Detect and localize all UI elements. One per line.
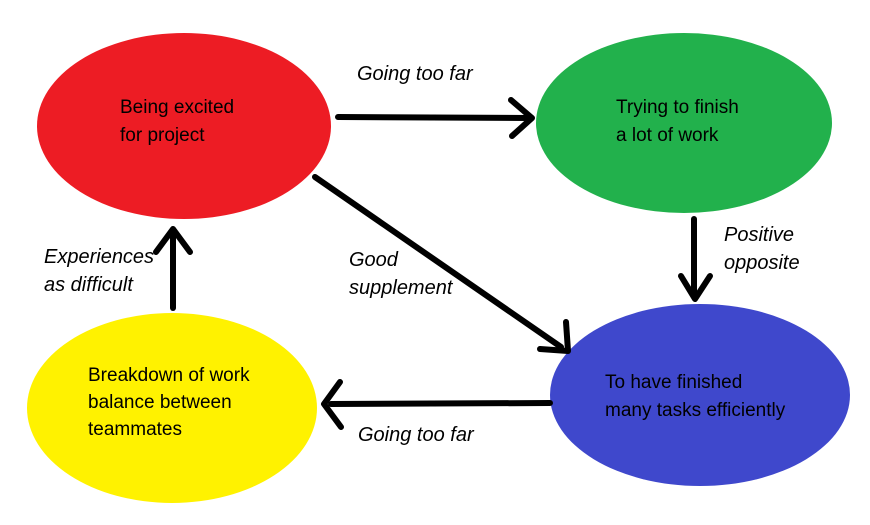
node-label-line: for project [120,125,205,146]
node-breakdown-ellipse [27,313,317,503]
arrow-finished-to-breakdown [321,379,553,430]
node-trying-label: Trying to finish a lot of work [616,94,739,150]
node-label-line: balance between [88,392,232,413]
edge-label-line: Good [349,249,398,271]
node-excited-label: Being excited for project [120,94,234,150]
arrow-breakdown-to-excited [153,226,193,311]
edge-label-line: supplement [349,277,453,299]
edge-label-line: Experiences [44,246,155,268]
edge-label-good-supplement: Good supplement [349,246,452,302]
edge-label-positive-opposite: Positive opposite [724,221,800,277]
node-label-line: Being excited [120,97,235,118]
node-label-line: Trying to finish [616,97,739,118]
arrow-trying-to-finished [678,216,713,302]
node-finished-label: To have finished many tasks efficiently [605,369,785,425]
arrow-excited-to-trying [335,97,535,139]
edge-label-going-too-far-bottom: Going too far [358,424,474,446]
node-label-line: To have finished [605,372,743,393]
edge-label-going-too-far-top: Going too far [357,63,473,85]
node-excited-ellipse [37,33,331,219]
edge-label-line: Positive [724,224,795,246]
node-label-line: Breakdown of work [88,365,250,386]
node-label-line: teammates [88,419,182,440]
node-trying-ellipse [536,33,832,213]
node-label-line: many tasks efficiently [605,400,786,421]
edge-label-line: as difficult [44,274,133,296]
node-breakdown-label: Breakdown of work balance between teamma… [88,362,250,443]
node-label-line: a lot of work [616,125,719,146]
arrow-excited-to-finished [312,174,571,354]
edge-label-line: opposite [724,252,800,274]
node-finished-ellipse [550,304,850,486]
edge-label-experiences-as-difficult: Experiences as difficult [44,243,154,299]
